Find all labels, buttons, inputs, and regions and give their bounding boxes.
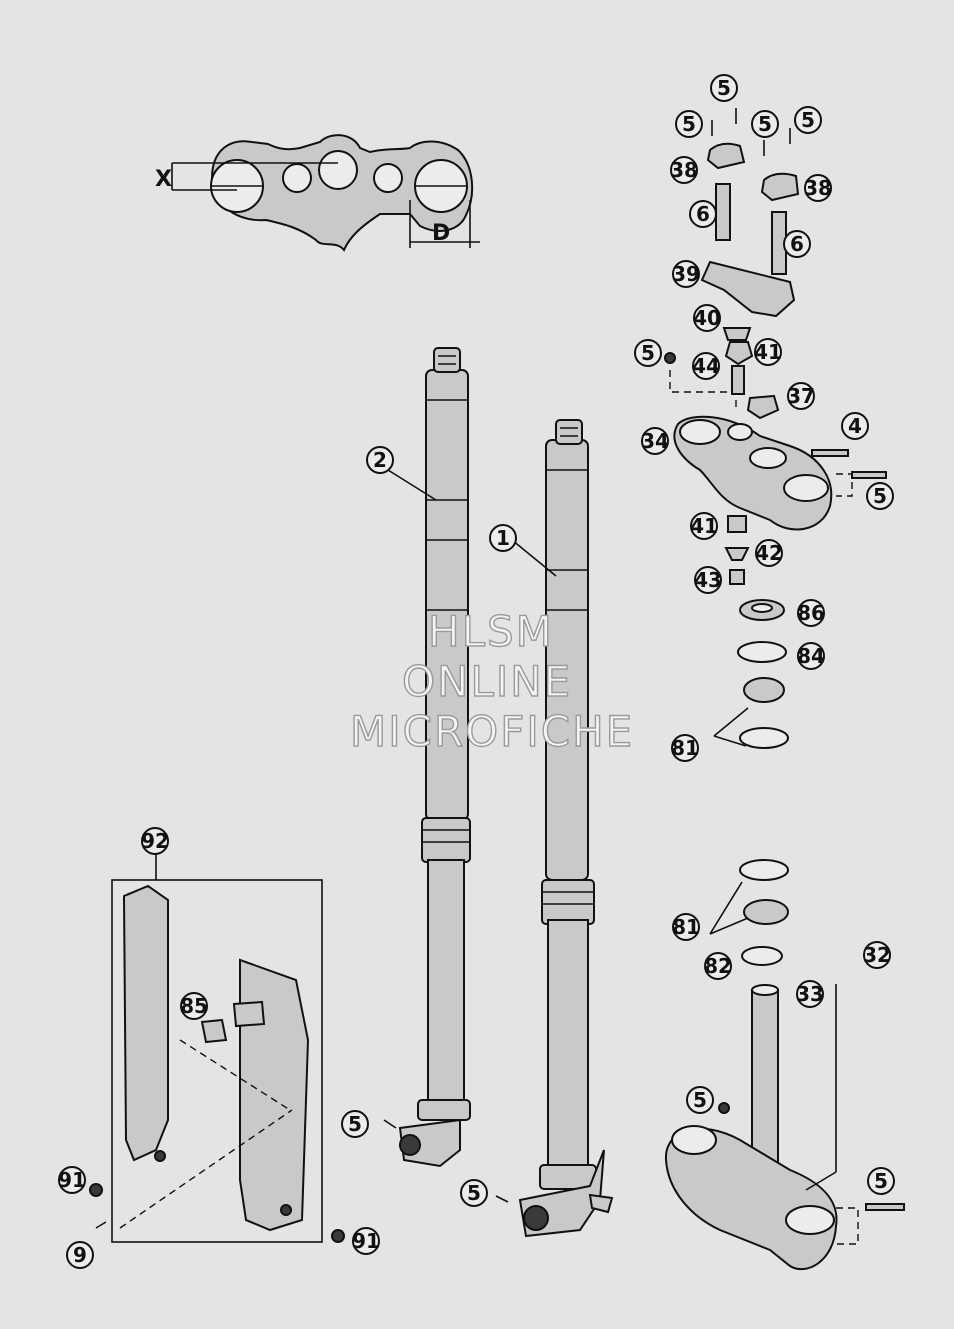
dimension-x-label: X xyxy=(155,167,172,192)
callout-81: 81 xyxy=(671,734,699,762)
svg-text:5: 5 xyxy=(873,484,887,508)
svg-text:91: 91 xyxy=(58,1168,86,1192)
svg-text:1: 1 xyxy=(496,526,510,550)
svg-text:6: 6 xyxy=(790,232,804,256)
callout-5: 5 xyxy=(866,482,894,510)
svg-text:34: 34 xyxy=(641,429,669,453)
svg-text:32: 32 xyxy=(863,943,891,967)
callout-5: 5 xyxy=(751,110,779,138)
callout-86: 86 xyxy=(797,599,825,627)
svg-text:5: 5 xyxy=(758,112,772,136)
handlebar-clamp-assembly xyxy=(664,108,800,420)
callout-9: 9 xyxy=(66,1241,94,1269)
svg-text:5: 5 xyxy=(348,1112,362,1136)
svg-text:5: 5 xyxy=(693,1088,707,1112)
callout-6: 6 xyxy=(783,230,811,258)
svg-text:38: 38 xyxy=(804,176,832,200)
watermark-line-1: HLSM xyxy=(428,607,554,656)
fork-guard-assembly xyxy=(89,850,345,1243)
callout-40: 40 xyxy=(693,304,721,332)
callout-5: 5 xyxy=(341,1110,369,1138)
watermark: HLSM ONLINE MICROFICHE xyxy=(349,606,634,756)
svg-text:5: 5 xyxy=(641,341,655,365)
svg-text:38: 38 xyxy=(670,158,698,182)
callout-32: 32 xyxy=(863,941,891,969)
callout-92: 92 xyxy=(141,827,169,855)
callout-4: 4 xyxy=(841,412,869,440)
callout-5: 5 xyxy=(710,74,738,102)
callout-37: 37 xyxy=(787,382,815,410)
svg-text:41: 41 xyxy=(690,514,718,538)
callout-38: 38 xyxy=(804,174,832,202)
svg-text:41: 41 xyxy=(754,340,782,364)
callout-2: 2 xyxy=(366,446,394,474)
callout-5: 5 xyxy=(675,110,703,138)
svg-text:5: 5 xyxy=(801,108,815,132)
callout-41: 41 xyxy=(754,338,782,366)
svg-text:43: 43 xyxy=(694,568,722,592)
svg-text:84: 84 xyxy=(797,644,825,668)
svg-text:82: 82 xyxy=(704,954,732,978)
svg-text:5: 5 xyxy=(874,1169,888,1193)
callout-5: 5 xyxy=(460,1179,488,1207)
svg-text:37: 37 xyxy=(787,384,815,408)
callout-91: 91 xyxy=(352,1227,380,1255)
callout-1: 1 xyxy=(489,524,517,552)
callout-42: 42 xyxy=(755,539,783,567)
svg-text:2: 2 xyxy=(373,448,387,472)
callout-82: 82 xyxy=(704,952,732,980)
svg-text:5: 5 xyxy=(717,76,731,100)
leader-lines xyxy=(387,469,557,577)
svg-text:91: 91 xyxy=(352,1229,380,1253)
callout-44: 44 xyxy=(692,352,720,380)
callout-91: 91 xyxy=(58,1166,86,1194)
svg-text:39: 39 xyxy=(672,262,700,286)
steering-bearing-upper xyxy=(713,599,789,749)
fork-leg-2 xyxy=(398,347,471,1168)
svg-text:40: 40 xyxy=(693,306,721,330)
svg-text:86: 86 xyxy=(797,601,825,625)
callout-41: 41 xyxy=(690,512,718,540)
svg-text:44: 44 xyxy=(692,354,720,378)
callout-43: 43 xyxy=(694,566,722,594)
svg-text:6: 6 xyxy=(696,202,710,226)
svg-text:85: 85 xyxy=(180,994,208,1018)
steering-stem-lower-clamp xyxy=(383,859,905,1271)
callout-5: 5 xyxy=(794,106,822,134)
callout-85: 85 xyxy=(180,992,208,1020)
svg-text:5: 5 xyxy=(467,1181,481,1205)
svg-text:81: 81 xyxy=(672,915,700,939)
svg-text:92: 92 xyxy=(141,829,169,853)
callout-5: 5 xyxy=(867,1167,895,1195)
svg-text:81: 81 xyxy=(671,736,699,760)
dimension-d-label: D xyxy=(432,221,450,246)
callout-33: 33 xyxy=(796,980,824,1008)
triple-clamp-dimension-detail: X D xyxy=(155,134,480,252)
watermark-line-2: ONLINE xyxy=(402,657,572,706)
upper-triple-clamp xyxy=(673,415,887,585)
callout-84: 84 xyxy=(797,642,825,670)
callout-81: 81 xyxy=(672,913,700,941)
watermark-line-3: MICROFICHE xyxy=(350,707,634,756)
svg-text:42: 42 xyxy=(755,541,783,565)
callout-5: 5 xyxy=(686,1086,714,1114)
callout-5: 5 xyxy=(634,339,662,367)
callout-34: 34 xyxy=(641,427,669,455)
svg-text:5: 5 xyxy=(682,112,696,136)
fork-leg-1 xyxy=(518,419,614,1238)
callout-39: 39 xyxy=(672,260,700,288)
callouts: 5 5 5 5 38 38 6 6 39 40 41 5 44 37 34 4 … xyxy=(58,74,895,1269)
svg-text:9: 9 xyxy=(73,1243,87,1267)
callout-6: 6 xyxy=(689,200,717,228)
callout-38: 38 xyxy=(670,156,698,184)
svg-text:33: 33 xyxy=(796,982,824,1006)
svg-text:4: 4 xyxy=(848,414,862,438)
